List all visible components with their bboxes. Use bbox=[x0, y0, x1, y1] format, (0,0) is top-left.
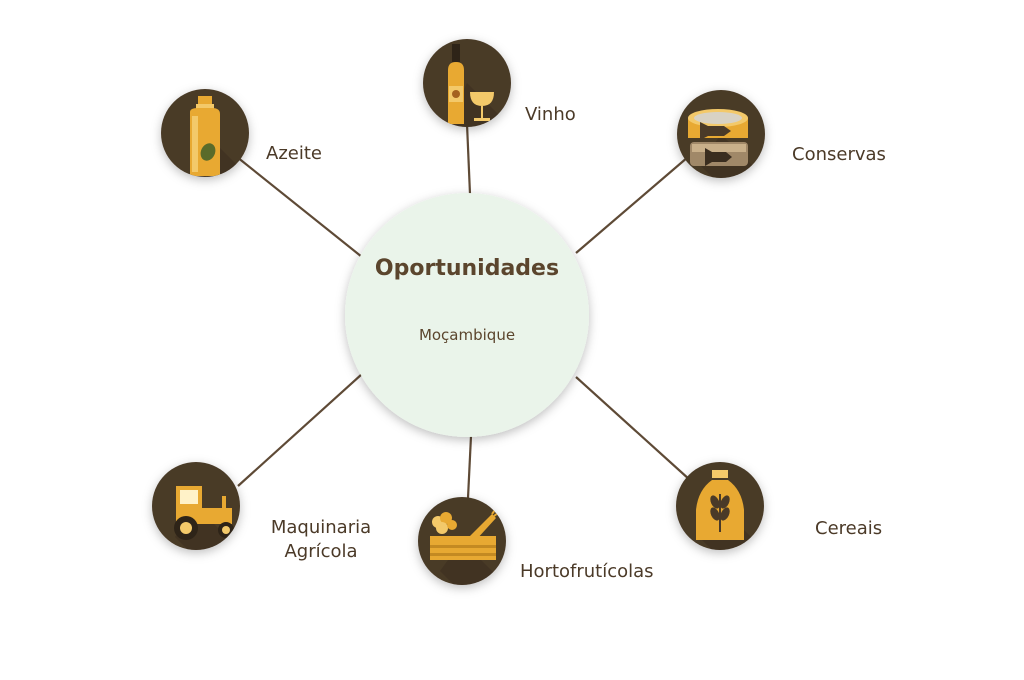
center-circle bbox=[345, 193, 589, 437]
fish-can-icon bbox=[677, 90, 765, 178]
label-conservas: Conservas bbox=[792, 144, 886, 165]
label-hortofruticolas: Hortofrutícolas bbox=[520, 561, 654, 582]
spoke-azeite bbox=[236, 156, 363, 258]
label-cereais: Cereais bbox=[815, 518, 883, 539]
center-subtitle: Moçambique bbox=[418, 326, 516, 344]
olive-oil-bottle-icon bbox=[161, 89, 249, 177]
center-title: Oportunidades bbox=[374, 256, 560, 281]
spoke-horto bbox=[466, 435, 473, 499]
tractor-icon bbox=[152, 462, 240, 550]
vegetable-crate-icon bbox=[418, 497, 506, 585]
spoke-vinho bbox=[465, 123, 472, 195]
wine-bottle-glass-icon bbox=[423, 39, 511, 127]
label-vinho: Vinho bbox=[525, 104, 576, 125]
spoke-cereais bbox=[575, 376, 691, 481]
spoke-maquinaria bbox=[237, 373, 363, 487]
grain-sack-icon bbox=[676, 462, 764, 550]
label-maquinaria-line1: Maquinaria bbox=[270, 517, 372, 538]
label-maquinaria: Maquinaria Agrícola bbox=[258, 516, 384, 564]
label-maquinaria-line2: Agrícola bbox=[284, 541, 358, 562]
spoke-conservas bbox=[575, 156, 689, 254]
label-azeite: Azeite bbox=[266, 143, 322, 164]
